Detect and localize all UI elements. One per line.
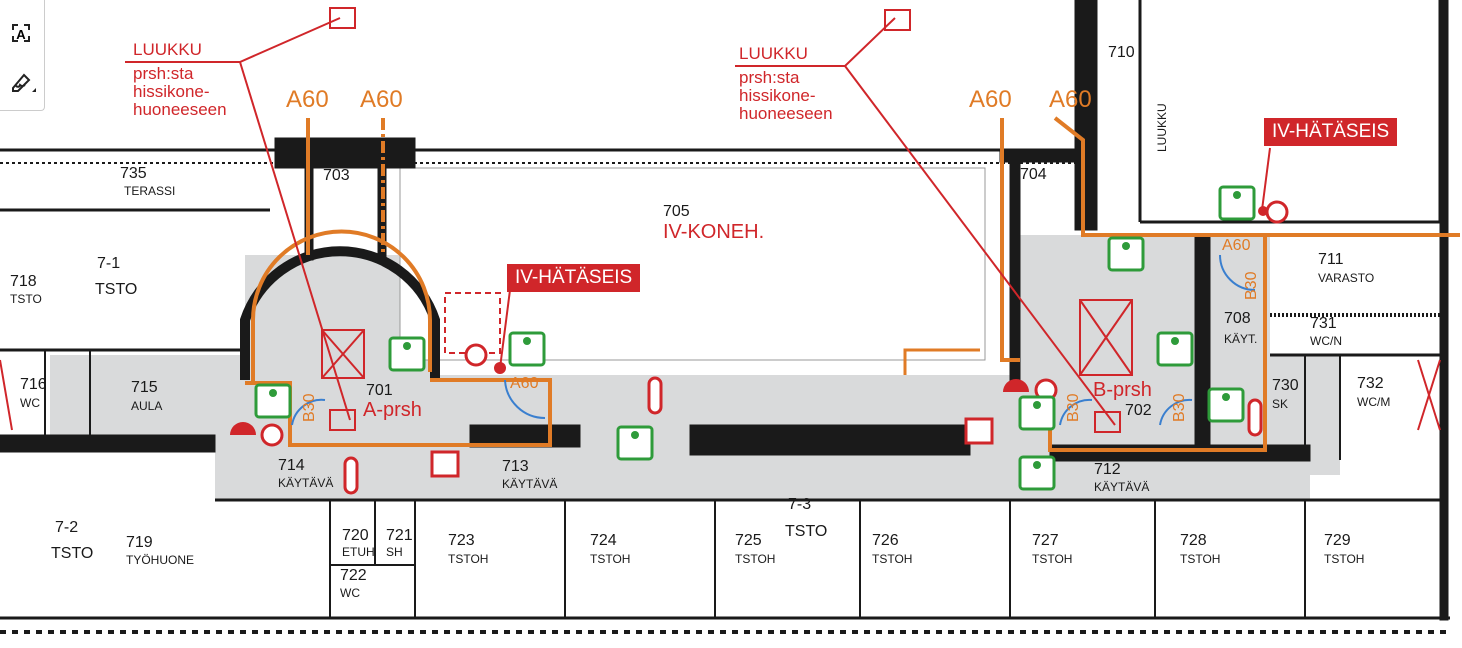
- room-number: 725: [735, 532, 762, 549]
- luukku-line: prsh:sta: [133, 64, 194, 83]
- room-number: 731: [1310, 315, 1337, 332]
- annotation-toolbar: A: [0, 0, 45, 111]
- room-name: KÄYTÄVÄ: [1094, 480, 1150, 494]
- room-number: 722: [340, 567, 367, 584]
- room-name: B-prsh: [1093, 379, 1152, 401]
- luukku-line: huoneeseen: [739, 104, 833, 123]
- pen-icon: [12, 73, 36, 92]
- room-number: 730: [1272, 377, 1299, 394]
- fire-class-a60: A60: [286, 86, 329, 113]
- emergency-stop-label-right: IV-HÄTÄSEIS: [1264, 118, 1398, 146]
- room-name: TSTO: [95, 281, 138, 298]
- fire-class-b30: B30: [1171, 393, 1188, 422]
- room-number: 716: [20, 376, 47, 393]
- room-number: 720: [342, 527, 369, 544]
- room-number: 702: [1125, 402, 1152, 419]
- room-name: WC: [340, 586, 360, 600]
- room-number: 727: [1032, 532, 1059, 549]
- room-number: 7-1: [97, 255, 121, 272]
- fire-class-b30: B30: [301, 393, 318, 422]
- text-box-icon: A: [12, 24, 30, 42]
- room-number: 704: [1020, 166, 1047, 183]
- room-number: 724: [590, 532, 617, 549]
- room-name: VARASTO: [1318, 271, 1375, 285]
- room-name: KÄYTÄVÄ: [278, 476, 334, 490]
- room-name: TSTOH: [872, 552, 913, 566]
- room-name: TERASSI: [124, 184, 176, 198]
- room-name: TSTO: [51, 545, 94, 562]
- emergency-stop-label-left: IV-HÄTÄSEIS: [507, 264, 641, 292]
- fire-class-b30: B30: [1065, 393, 1082, 422]
- room-number: 719: [126, 534, 153, 551]
- room-name: WC: [20, 396, 40, 410]
- room-name: TSTOH: [1032, 552, 1073, 566]
- luukku-note-right: LUUKKU prsh:sta hissikone- huoneeseen: [739, 45, 833, 123]
- room-number: 721: [386, 527, 413, 544]
- room-number: 7-3: [788, 496, 812, 513]
- room-number: 728: [1180, 532, 1207, 549]
- room-name: KÄYTÄVÄ: [502, 477, 558, 491]
- text-select-tool-button[interactable]: A: [8, 20, 36, 48]
- room-number: 718: [10, 273, 37, 290]
- room-name: SK: [1272, 397, 1289, 411]
- room-number: 714: [278, 457, 305, 474]
- room-number: 708: [1224, 310, 1251, 327]
- fire-class-b30: B30: [1243, 271, 1260, 300]
- room-name: A-prsh: [363, 399, 422, 421]
- room-name: TSTO: [785, 523, 828, 540]
- room-number: 705: [663, 203, 690, 220]
- room-705: [399, 167, 986, 361]
- fire-blanket-symbols: [230, 206, 1268, 435]
- room-name: TSTOH: [590, 552, 631, 566]
- fire-class-a60: A60: [1222, 237, 1251, 254]
- fire-class-a60: A60: [1049, 86, 1092, 113]
- room-number: 726: [872, 532, 899, 549]
- fire-class-a60: A60: [969, 86, 1012, 113]
- room-name: TSTOH: [1180, 552, 1221, 566]
- room-number: 7-2: [55, 519, 79, 536]
- room-name: ETUH: [342, 545, 375, 559]
- room-name: TSTOH: [448, 552, 489, 566]
- room-number: 723: [448, 532, 475, 549]
- room-name: KÄYT.: [1224, 332, 1258, 346]
- luukku-line: hissikone-: [133, 82, 210, 101]
- luukku-line: huoneeseen: [133, 100, 227, 119]
- luukku-title: LUUKKU: [739, 44, 808, 63]
- room-number: 703: [323, 167, 350, 184]
- room-name: AULA: [131, 399, 163, 413]
- exit-runner-icons: [269, 191, 1241, 469]
- annotation-leaders: [0, 7, 1441, 433]
- room-number: 732: [1357, 375, 1384, 392]
- room-number: 713: [502, 458, 529, 475]
- room-name: TSTOH: [1324, 552, 1365, 566]
- room-number: 710: [1108, 44, 1135, 61]
- draw-signature-tool-button[interactable]: [8, 68, 36, 96]
- exit-signs: [254, 185, 1256, 491]
- luukku-line: hissikone-: [739, 86, 816, 105]
- fire-door-swings: [291, 254, 1256, 426]
- room-name: IV-KONEH.: [663, 221, 765, 243]
- room-number: 735: [120, 165, 147, 182]
- room-name: WC/N: [1310, 334, 1342, 348]
- room-name: TSTOH: [735, 552, 776, 566]
- luukku-line: prsh:sta: [739, 68, 800, 87]
- luukku-note-left: LUUKKU prsh:sta hissikone- huoneeseen: [133, 41, 227, 119]
- room-number: 715: [131, 379, 158, 396]
- luukku-title: LUUKKU: [133, 40, 202, 59]
- room-name: TSTO: [10, 292, 42, 306]
- room-number: 712: [1094, 461, 1121, 478]
- room-number: 711: [1318, 251, 1344, 268]
- room-number: 701: [366, 382, 393, 399]
- room-name: WC/M: [1357, 395, 1391, 409]
- luukku-vertical-label: LUUKKU: [1155, 103, 1169, 152]
- fire-class-a60: A60: [510, 375, 539, 392]
- room-name: TYÖHUONE: [126, 553, 195, 567]
- room-number: 729: [1324, 532, 1351, 549]
- room-name: SH: [386, 545, 403, 559]
- fire-class-a60: A60: [360, 86, 403, 113]
